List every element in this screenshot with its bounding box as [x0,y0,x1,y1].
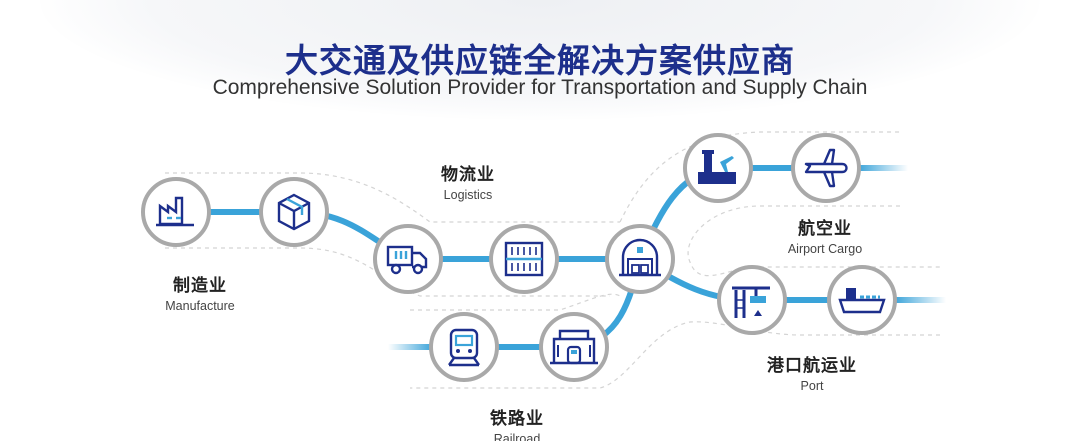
label-airport-cargo: 航空业 Airport Cargo [725,214,925,256]
node-airport [683,133,753,203]
air-line-fade [858,165,908,171]
label-en: Port [800,379,824,393]
train-icon [448,328,480,367]
label-en: Logistics [443,188,493,202]
airport-icon [698,150,736,184]
factory-icon [156,196,194,227]
node-station [539,312,609,382]
page-title: 大交通及供应链全解决方案供应商 [285,41,795,80]
label-manufacture: 制造业 Manufacture [100,271,300,313]
label-en: Manufacture [165,299,235,313]
label-zh: 港口航运业 [767,356,857,376]
node-ship [827,265,897,335]
station-icon [550,329,598,365]
page-subtitle: Comprehensive Solution Provider for Tran… [212,76,868,99]
node-container [489,224,559,294]
rail-line-fade [388,344,433,350]
label-en: Airport Cargo [787,242,863,256]
label-zh: 铁路业 [490,409,544,429]
label-zh: 制造业 [173,276,227,296]
label-railroad: 铁路业 Railroad [417,404,617,441]
label-port: 港口航运业 Port [712,351,912,393]
node-factory [141,177,211,247]
label-zh: 物流业 [441,165,495,185]
label-logistics: 物流业 Logistics [368,160,568,202]
node-plane [791,133,861,203]
label-zh: 航空业 [798,219,852,239]
container-icon [504,241,544,277]
truck-icon [386,245,428,275]
node-warehouse [605,224,675,294]
label-en: Railroad [493,432,541,441]
crane-icon [732,286,770,318]
node-truck [373,224,443,294]
warehouse-icon [619,238,661,277]
port-line-fade [894,297,946,303]
node-crane [717,265,787,335]
node-box [259,177,329,247]
ship-icon [838,288,886,314]
node-train [429,312,499,382]
box-icon [277,193,311,231]
plane-icon [804,148,848,188]
